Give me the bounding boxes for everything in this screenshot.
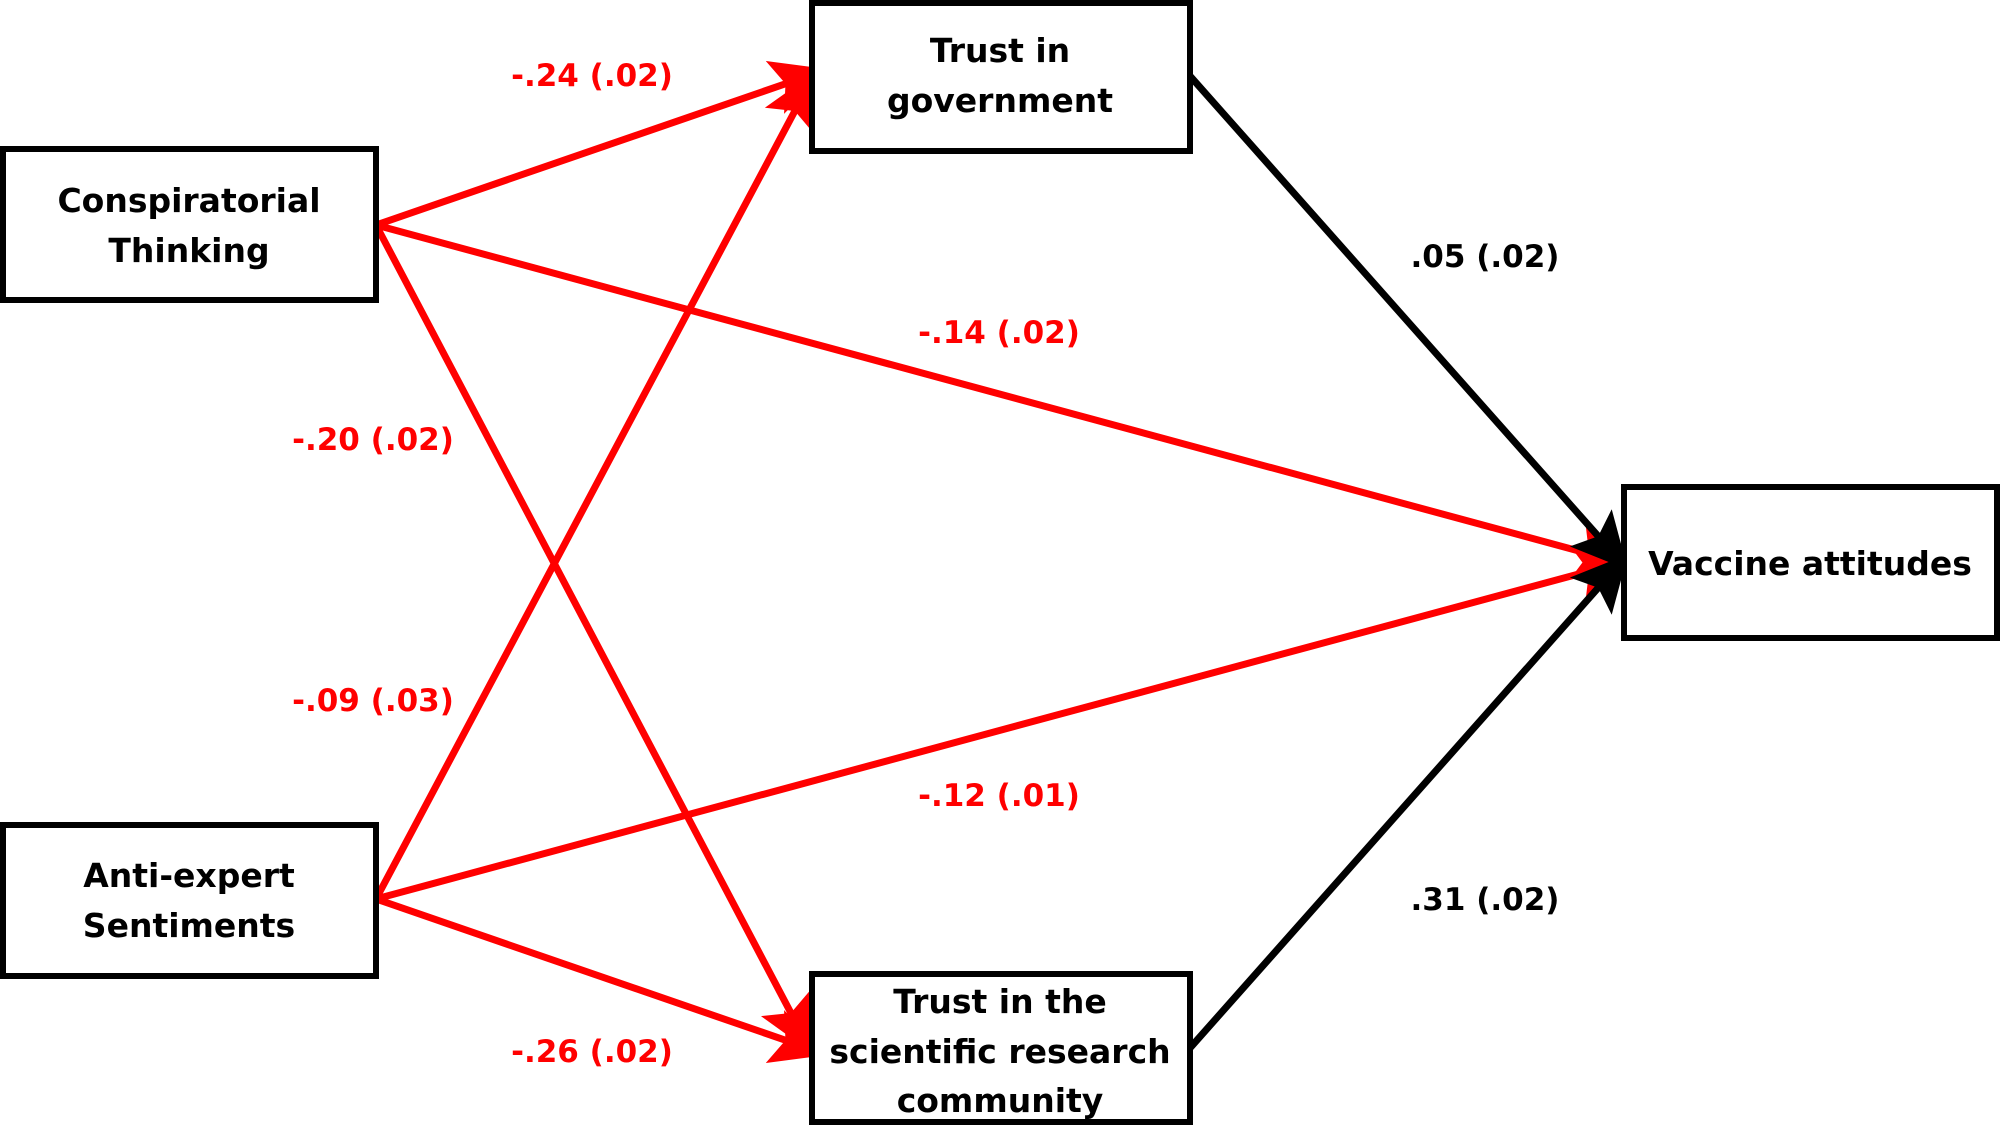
node-label-line2: Sentiments — [83, 906, 295, 945]
edges-layer — [372, 60, 1633, 1064]
coef-label-ae-va: -.12 (.01) — [918, 778, 1080, 814]
edge-conspiratorial-to-trust-science — [372, 221, 812, 1053]
node-label-line1: Trust in the — [893, 982, 1107, 1021]
node-box — [1621, 484, 2000, 641]
edge-antiexpert-to-vaccine — [372, 547, 1633, 903]
coef-label-ae-tg: -.09 (.03) — [292, 683, 454, 719]
coef-label-ct-tg: -.24 (.02) — [511, 58, 673, 94]
node-label-line1: Anti-expert — [83, 856, 295, 895]
edge-conspiratorial-to-trust-government — [372, 60, 828, 229]
node-vaccine-attitudes: Vaccine attitudes — [1621, 484, 2000, 641]
edge-trust-government-to-vaccine — [1186, 72, 1628, 570]
node-label-line2: Thinking — [108, 231, 269, 270]
node-box — [0, 822, 379, 979]
edge-antiexpert-to-trust-government — [372, 71, 816, 903]
coef-label-ae-ts: -.26 (.02) — [511, 1034, 673, 1070]
coef-label-ts-va: .31 (.02) — [1411, 882, 1560, 918]
coefficients-layer: -.24 (.02) -.14 (.02) -.20 (.02) -.09 (.… — [292, 58, 1559, 1070]
node-trust-in-scientific-community: Trust in the scientific research communi… — [809, 971, 1193, 1125]
edge-trust-science-to-vaccine — [1186, 554, 1628, 1052]
node-conspiratorial-thinking: Conspiratorial Thinking — [0, 146, 379, 303]
node-trust-in-government: Trust in government — [809, 0, 1193, 154]
coef-label-ct-ts: -.20 (.02) — [292, 422, 454, 458]
node-anti-expert-sentiments: Anti-expert Sentiments — [0, 822, 379, 979]
node-label-line1: Conspiratorial — [57, 181, 320, 220]
coef-label-tg-va: .05 (.02) — [1411, 239, 1560, 275]
node-label-line2: government — [887, 81, 1113, 120]
edge-antiexpert-to-trust-science — [372, 895, 828, 1064]
node-box — [809, 971, 1193, 1125]
coef-label-ct-va: -.14 (.02) — [918, 315, 1080, 351]
node-label-line3: community — [897, 1081, 1104, 1120]
node-label-line1: Vaccine attitudes — [1648, 544, 1972, 583]
edge-conspiratorial-to-vaccine — [372, 221, 1633, 578]
node-box — [809, 0, 1193, 154]
node-label-line1: Trust in — [930, 31, 1070, 70]
node-box — [0, 146, 379, 303]
node-label-line2: scientific research — [829, 1032, 1170, 1071]
